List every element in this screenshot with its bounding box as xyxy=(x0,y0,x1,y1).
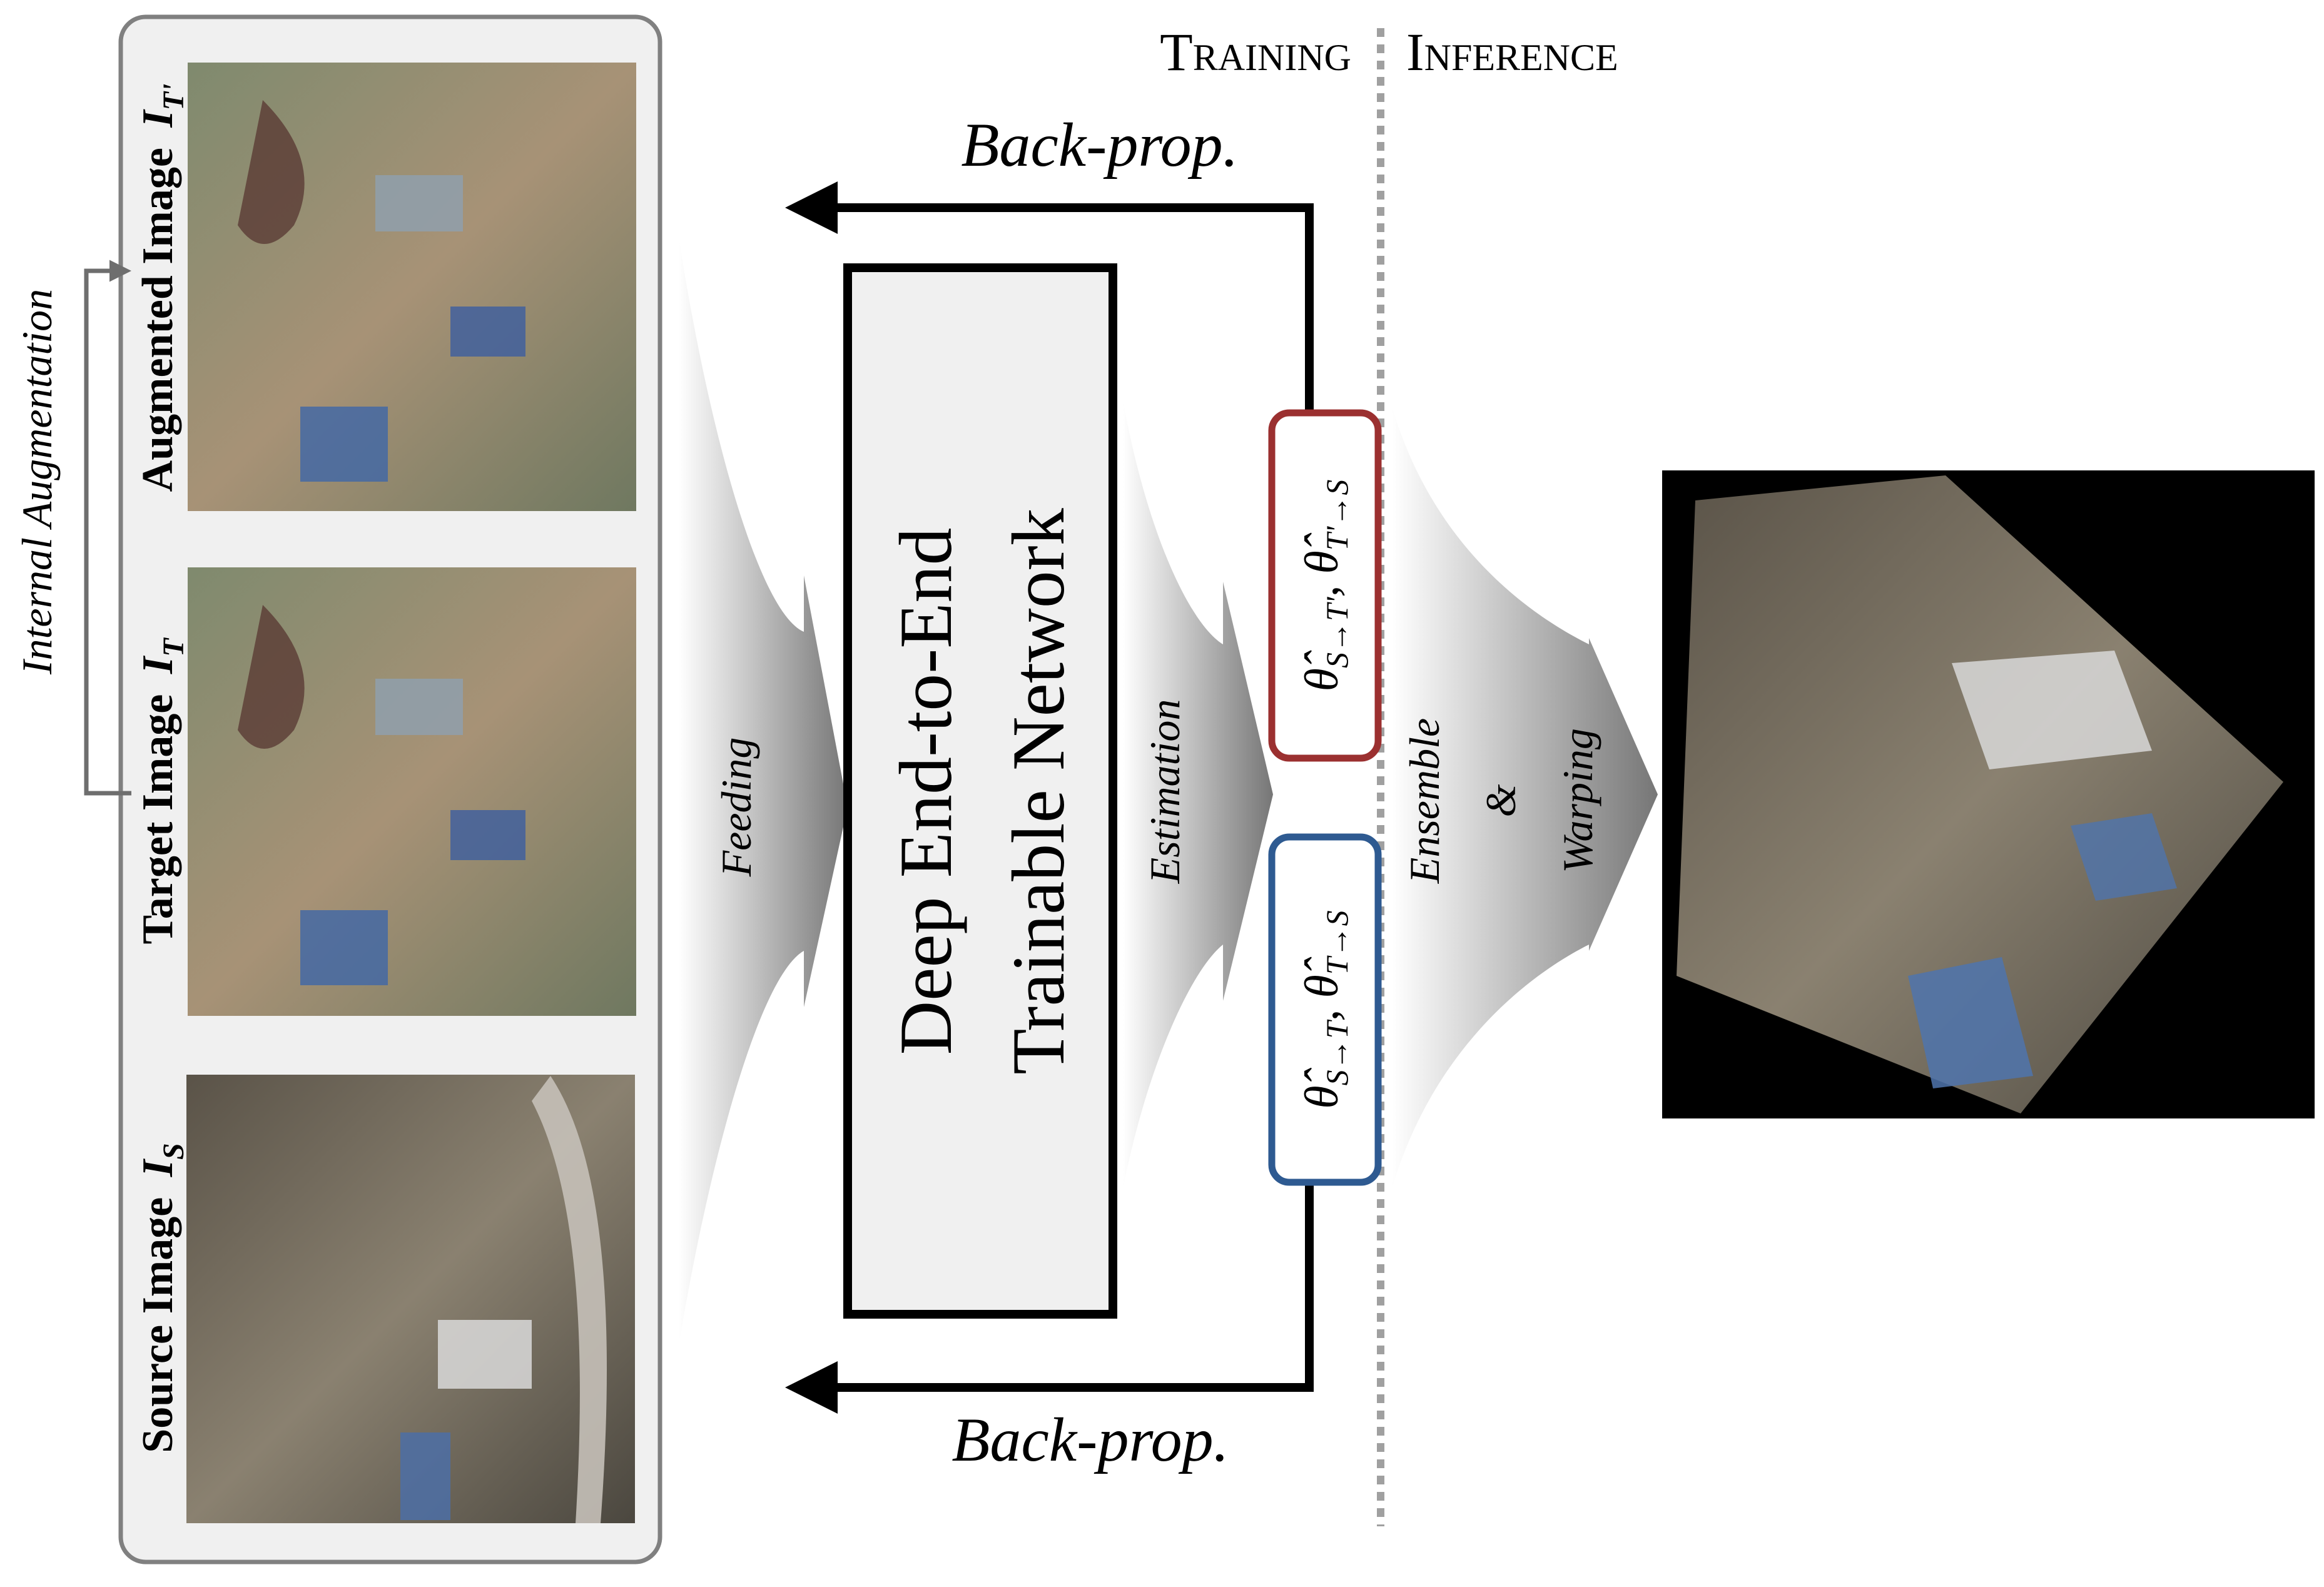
estimation-label: Estimation xyxy=(1141,699,1189,885)
internal-augmentation-label: Internal Augmentation xyxy=(13,289,61,675)
network-label-line1: Deep End-to-End xyxy=(884,527,967,1055)
network-label-line2: Trainable Network xyxy=(997,508,1080,1074)
target-image-tile xyxy=(188,567,636,1016)
estimate-target-box xyxy=(1268,833,1382,1186)
ampersand-label: & xyxy=(1477,784,1525,817)
network-box xyxy=(843,263,1117,1319)
source-image-label: Source Image IS xyxy=(134,1143,190,1453)
estimate-augmented-box xyxy=(1268,409,1382,762)
warped-output-image xyxy=(1662,470,2315,1118)
feeding-label: Feeding xyxy=(713,738,760,878)
ensemble-warping-arrow-shape xyxy=(1392,407,1658,1189)
augmented-image-tile xyxy=(188,63,636,511)
warping-label: Warping xyxy=(1554,728,1601,873)
target-image-label: Target Image IT xyxy=(134,637,190,945)
backprop-bottom-arrow xyxy=(785,1182,1314,1414)
estimate-target-text: θ̂S→T,θ̂T→S xyxy=(1296,910,1354,1108)
backprop-bottom-label: Back-prop. xyxy=(951,1405,1229,1474)
backprop-top-label: Back-prop. xyxy=(961,110,1238,180)
backprop-top-arrow xyxy=(785,181,1314,416)
augmented-image-label: Augmented Image IT' xyxy=(134,84,190,492)
source-image-tile xyxy=(186,1075,635,1523)
ensemble-label: Ensemble xyxy=(1401,718,1448,884)
internal-augmentation-arrow xyxy=(84,260,131,796)
inference-label: Inference xyxy=(1406,22,1618,82)
feeding-arrow xyxy=(679,238,848,1345)
training-label: Training xyxy=(1160,22,1351,82)
estimation-arrow xyxy=(1123,400,1273,1189)
